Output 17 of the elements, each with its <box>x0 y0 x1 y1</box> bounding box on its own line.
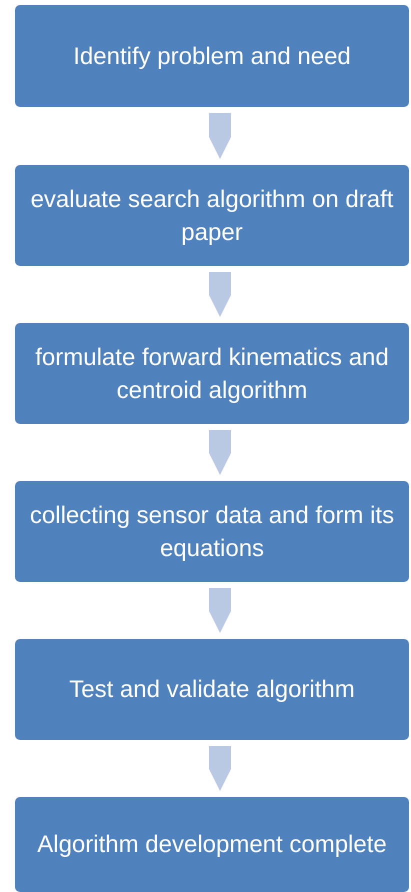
process-box <box>15 323 409 424</box>
process-box <box>15 797 409 892</box>
process-box <box>15 639 409 740</box>
step-text: Algorithm development complete <box>37 830 387 860</box>
process-box <box>15 481 409 582</box>
step-text: collecting sensor data and form its equations <box>28 500 396 564</box>
block-arrow <box>209 113 231 159</box>
step-text: Test and validate algorithm <box>69 675 355 705</box>
process-box <box>15 165 409 266</box>
block-arrow <box>209 430 231 475</box>
block-arrow <box>209 588 231 633</box>
process-box <box>15 5 409 107</box>
step-text: evaluate search algorithm on draft paper <box>30 184 394 248</box>
block-arrow <box>209 272 231 317</box>
block-arrow <box>209 746 231 791</box>
step-text: Identify problem and need <box>73 42 351 72</box>
step-text: formulate forward kinematics and centroid algorithm <box>34 342 390 406</box>
